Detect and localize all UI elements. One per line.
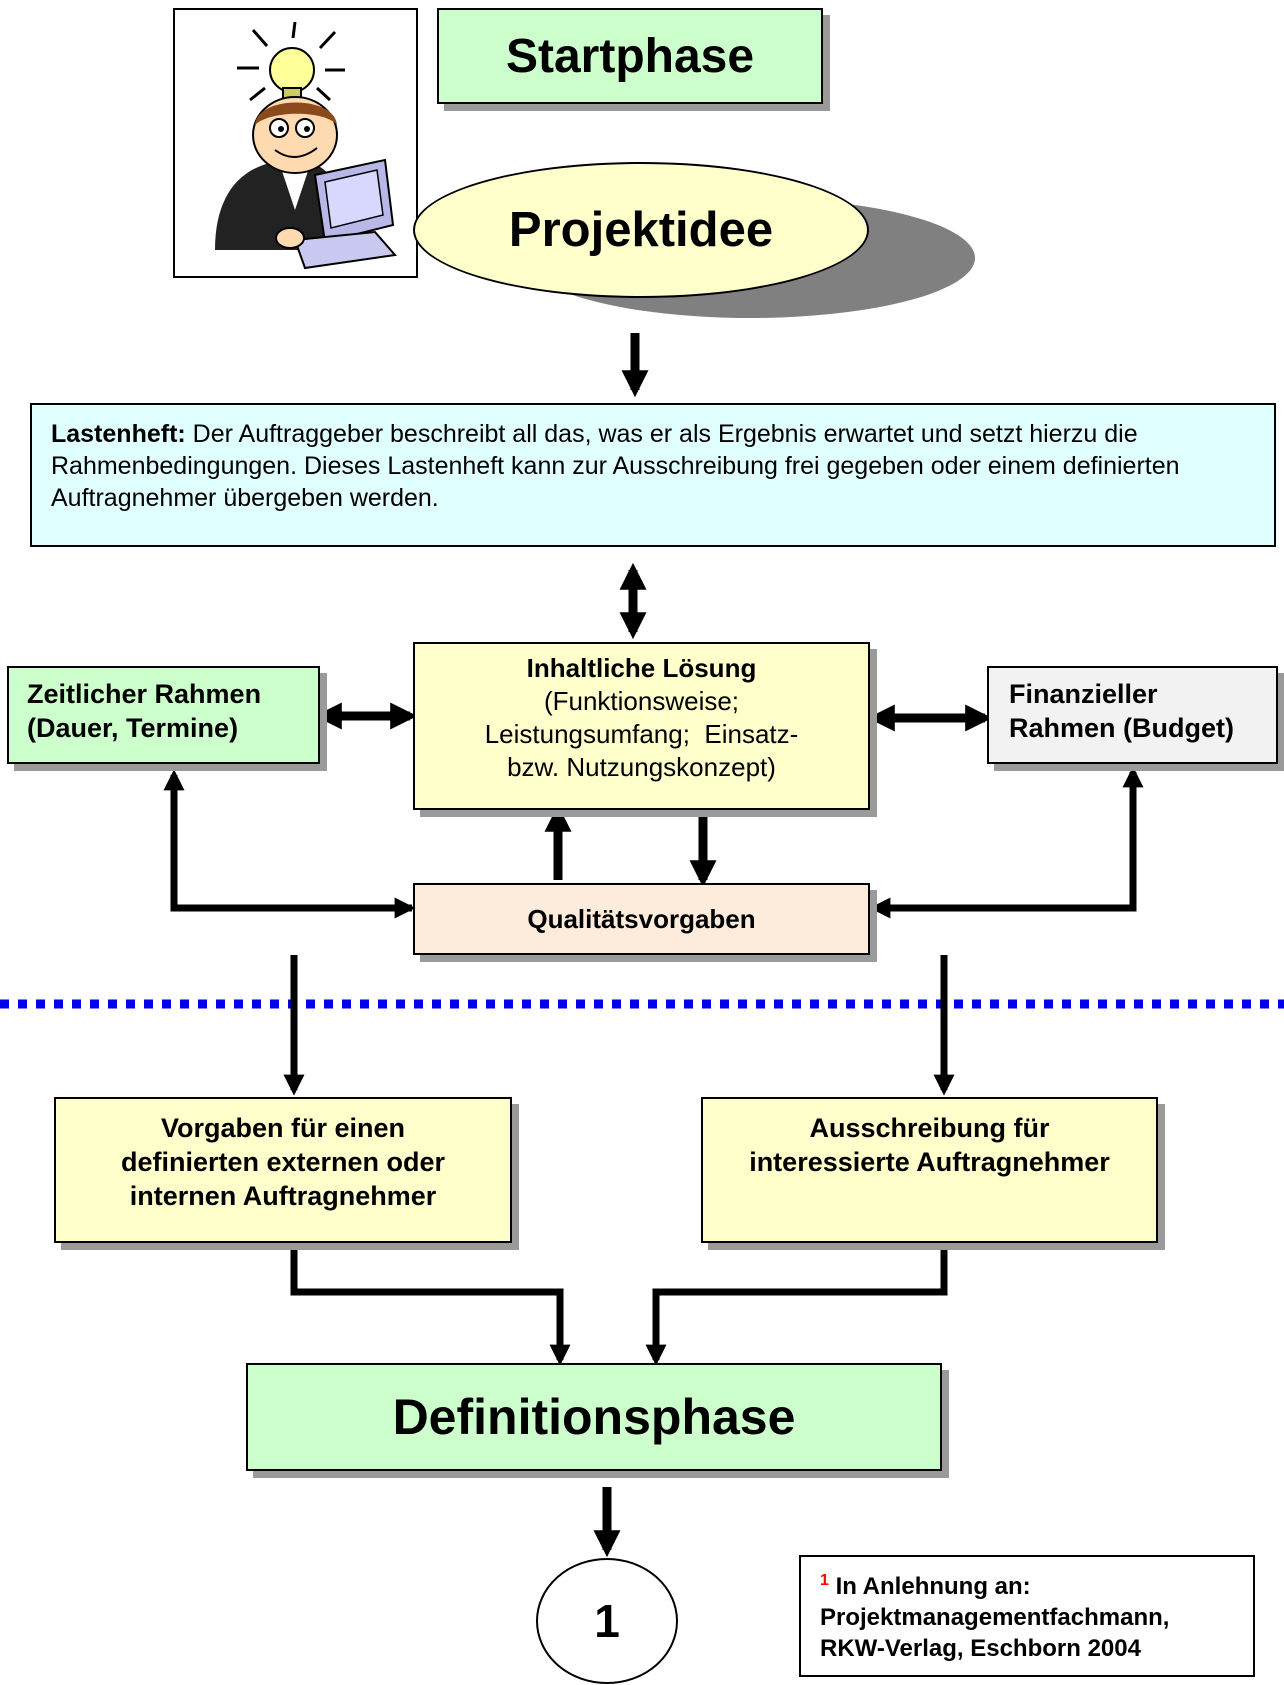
time-frame-box: Zeitlicher Rahmen (Dauer, Termine) bbox=[7, 666, 320, 764]
content-solution-line1: (Funktionsweise; bbox=[543, 686, 740, 716]
spec-line1: Vorgaben für einen bbox=[160, 1113, 406, 1143]
footnote-box: 1 In Anlehnung an: Projektmanagementfach… bbox=[799, 1555, 1255, 1677]
tender-line2: interessierte Auftragnehmer bbox=[749, 1147, 1110, 1177]
budget-line2: Rahmen (Budget) bbox=[1009, 713, 1234, 743]
footnote-line1: In Anlehnung an: bbox=[828, 1573, 1031, 1600]
project-idea-label: Projektidee bbox=[508, 203, 774, 257]
computer-icon bbox=[275, 158, 397, 270]
content-solution-line3: bzw. Nutzungskonzept) bbox=[507, 752, 776, 782]
lightbulb-rays-icon bbox=[237, 21, 345, 102]
lightbulb-icon bbox=[269, 47, 315, 103]
project-idea-node: Projektidee bbox=[413, 162, 869, 298]
arrow-quality-to-budget bbox=[872, 766, 1144, 912]
spec-line2: definierten externen oder bbox=[120, 1147, 446, 1177]
quality-box: Qualitätsvorgaben bbox=[413, 883, 870, 955]
content-solution-title: Inhaltliche Lösung bbox=[526, 653, 757, 683]
idea-clipart bbox=[173, 8, 418, 278]
spec-box: Vorgaben für einen definierten externen … bbox=[54, 1097, 512, 1243]
content-solution-box: Inhaltliche Lösung (Funktionsweise; Leis… bbox=[413, 642, 870, 810]
arrow-tender-to-definition bbox=[645, 1245, 948, 1366]
quality-label: Qualitätsvorgaben bbox=[527, 903, 756, 934]
tender-box: Ausschreibung für interessierte Auftragn… bbox=[701, 1097, 1158, 1243]
content-solution-line2: Leistungsumfang; Einsatz- bbox=[484, 719, 799, 749]
definition-phase-label: Definitionsphase bbox=[392, 1389, 796, 1445]
lastenheft-box: Lastenheft: Der Auftraggeber beschreibt … bbox=[30, 403, 1276, 547]
budget-box: Finanzieller Rahmen (Budget) bbox=[987, 666, 1278, 764]
time-frame-line2: (Dauer, Termine) bbox=[27, 713, 239, 743]
start-phase-title: Startphase bbox=[437, 8, 823, 104]
lastenheft-text: Der Auftraggeber beschreibt all das, was… bbox=[51, 420, 1180, 512]
page-marker: 1 bbox=[537, 1559, 677, 1683]
arrow-spec-to-definition bbox=[290, 1245, 571, 1366]
arrow-quality-to-time bbox=[163, 769, 412, 912]
footnote-line2: Projektmanagementfachmann, bbox=[820, 1604, 1170, 1631]
page-marker-circle bbox=[536, 1558, 678, 1684]
spec-line3: internen Auftragnehmer bbox=[129, 1181, 437, 1211]
start-phase-label: Startphase bbox=[505, 29, 755, 83]
page-marker-label: 1 bbox=[594, 1595, 620, 1647]
definition-phase-title: Definitionsphase bbox=[246, 1363, 942, 1471]
budget-line1: Finanzieller bbox=[1009, 679, 1158, 709]
footnote-line3: RKW-Verlag, Eschborn 2004 bbox=[820, 1635, 1141, 1662]
person-at-computer-with-lightbulb-icon bbox=[215, 21, 397, 270]
lastenheft-term: Lastenheft: bbox=[51, 420, 186, 448]
tender-line1: Ausschreibung für bbox=[809, 1113, 1050, 1143]
time-frame-line1: Zeitlicher Rahmen bbox=[27, 679, 262, 709]
footnote-mark: 1 bbox=[820, 1572, 829, 1589]
